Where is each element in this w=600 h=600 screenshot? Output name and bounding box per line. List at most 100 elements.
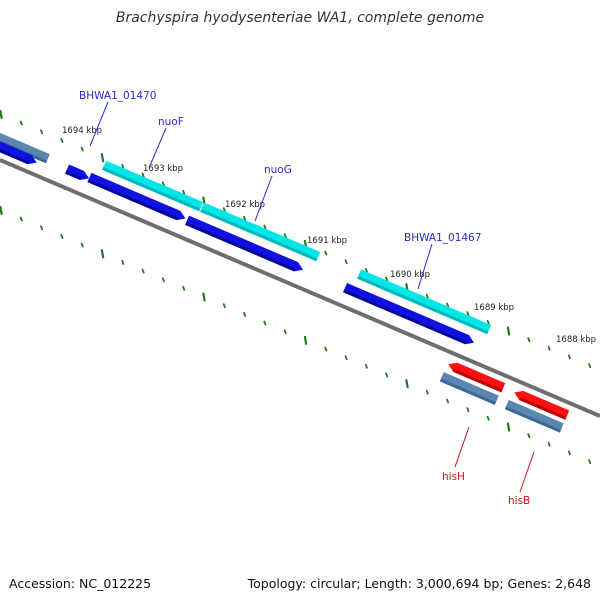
rna-block-hish [439, 372, 499, 405]
cds-left-edge-shade [0, 149, 29, 165]
inner-tick-minor [385, 372, 389, 378]
inner-tick-minor [19, 216, 23, 222]
outer-tick-minor [141, 172, 145, 178]
gene-label-bhwa1-01470: BHWA1_01470 [79, 90, 156, 102]
rna-block-hish-body [439, 372, 499, 405]
cds-nuof-shade [102, 167, 201, 212]
cds-nuog [200, 202, 321, 262]
cds-nuog-body [200, 202, 321, 262]
gene-label-nuof: nuoF [158, 116, 184, 128]
outer-tick-minor [527, 337, 531, 343]
inner-tick-minor [243, 311, 247, 317]
inner-tick-minor [588, 459, 592, 465]
cds-small [65, 164, 90, 181]
cds-reverse-2-body [185, 215, 304, 272]
inner-tick-minor [527, 433, 531, 439]
cds-reverse-3 [343, 283, 475, 345]
gene-hisb-shade [519, 397, 567, 420]
inner-tick-minor [364, 363, 368, 369]
rna-block-hish-shade [439, 378, 497, 405]
inner-tick-major [303, 335, 308, 345]
scale-label-1691: 1691 kbp [307, 236, 347, 246]
outer-tick-minor [588, 363, 592, 369]
label-leader-bhwa1-01467 [417, 243, 433, 290]
inner-tick-minor [222, 303, 226, 309]
inner-tick-minor [425, 389, 429, 395]
genome-summary: Topology: circular; Length: 3,000,694 bp… [247, 576, 591, 591]
outer-tick-minor [324, 250, 328, 256]
rna-block-left-body [0, 132, 50, 164]
cds-bhwa1-01467-body [357, 269, 492, 335]
cds-reverse-2-shade [185, 222, 296, 272]
inner-tick-minor [60, 234, 64, 239]
cds-nuog-shade [200, 208, 318, 262]
inner-tick-major [506, 422, 511, 432]
outer-tick-minor [466, 311, 470, 317]
inner-tick-major [0, 205, 3, 216]
cds-reverse-2 [185, 215, 304, 272]
inner-tick-minor [182, 285, 186, 291]
outer-tick-major [0, 109, 3, 120]
cds-reverse-1 [87, 172, 186, 221]
rna-block-hisb [504, 399, 564, 433]
accession-label: Accession: NC_012225 [9, 576, 152, 591]
feature-track [0, 132, 570, 433]
scale-label-1693: 1693 kbp [143, 164, 183, 174]
inner-tick-minor [263, 320, 267, 326]
scale-label-1694: 1694 kbp [62, 126, 102, 136]
gene-label-bhwa1-01467: BHWA1_01467 [404, 232, 481, 244]
label-leader-hisb [519, 451, 535, 493]
cds-nuof [102, 160, 204, 212]
outer-tick-minor [263, 224, 267, 230]
inner-tick-minor [547, 441, 551, 447]
inner-tick-minor [40, 225, 44, 231]
rna-block-hisb-shade [504, 406, 562, 433]
gene-label-hish: hisH [442, 471, 465, 483]
gene-labels: BHWA1_01470 nuoF nuoG BHWA1_01467 hisH h… [79, 90, 535, 507]
outer-tick-major [100, 153, 105, 163]
rna-block-hisb-body [504, 399, 564, 433]
inner-tick-minor [324, 346, 328, 352]
outer-tick-track [0, 109, 592, 369]
inner-tick-minor [80, 242, 84, 248]
inner-tick-minor [466, 407, 470, 413]
gene-hish [448, 362, 506, 393]
inner-tick-track [0, 205, 592, 465]
outer-tick-minor [80, 146, 84, 152]
cds-reverse-1-shade [87, 179, 178, 221]
outer-tick-minor [385, 276, 389, 282]
outer-tick-minor [344, 259, 348, 265]
outer-tick-minor [283, 233, 287, 239]
scale-label-1690: 1690 kbp [390, 270, 430, 280]
outer-tick-minor [182, 189, 186, 195]
inner-tick-minor [283, 329, 287, 335]
outer-tick-minor [425, 293, 429, 299]
label-leader-hish [454, 426, 470, 468]
inner-tick-major [100, 249, 105, 259]
outer-tick-minor [161, 181, 165, 187]
inner-tick-minor [161, 277, 165, 283]
outer-tick-major [506, 326, 511, 336]
outer-tick-minor [121, 163, 125, 169]
inner-tick-minor [446, 398, 450, 404]
outer-tick-minor [364, 267, 368, 273]
cds-left-edge [0, 141, 37, 165]
cds-small-shade [65, 170, 82, 181]
map-title: Brachyspira hyodysenteriae WA1, complete… [115, 10, 485, 26]
outer-tick-minor [19, 120, 23, 126]
outer-tick-minor [567, 354, 571, 360]
outer-tick-minor [243, 215, 247, 221]
gene-hish-shade [453, 369, 503, 393]
outer-tick-minor [222, 207, 226, 213]
gene-label-nuog: nuoG [264, 164, 292, 176]
outer-tick-minor [446, 302, 450, 308]
outer-tick-minor [547, 345, 551, 351]
gene-label-hisb: hisB [508, 495, 530, 507]
label-leader-bhwa1-01470 [89, 101, 109, 147]
outer-tick-minor [60, 138, 64, 143]
label-leader-nuog [254, 175, 273, 222]
inner-tick-minor [486, 415, 490, 421]
inner-tick-minor [567, 450, 571, 456]
scale-labels: 1694 kbp 1693 kbp 1692 kbp 1691 kbp 1690… [62, 126, 596, 345]
